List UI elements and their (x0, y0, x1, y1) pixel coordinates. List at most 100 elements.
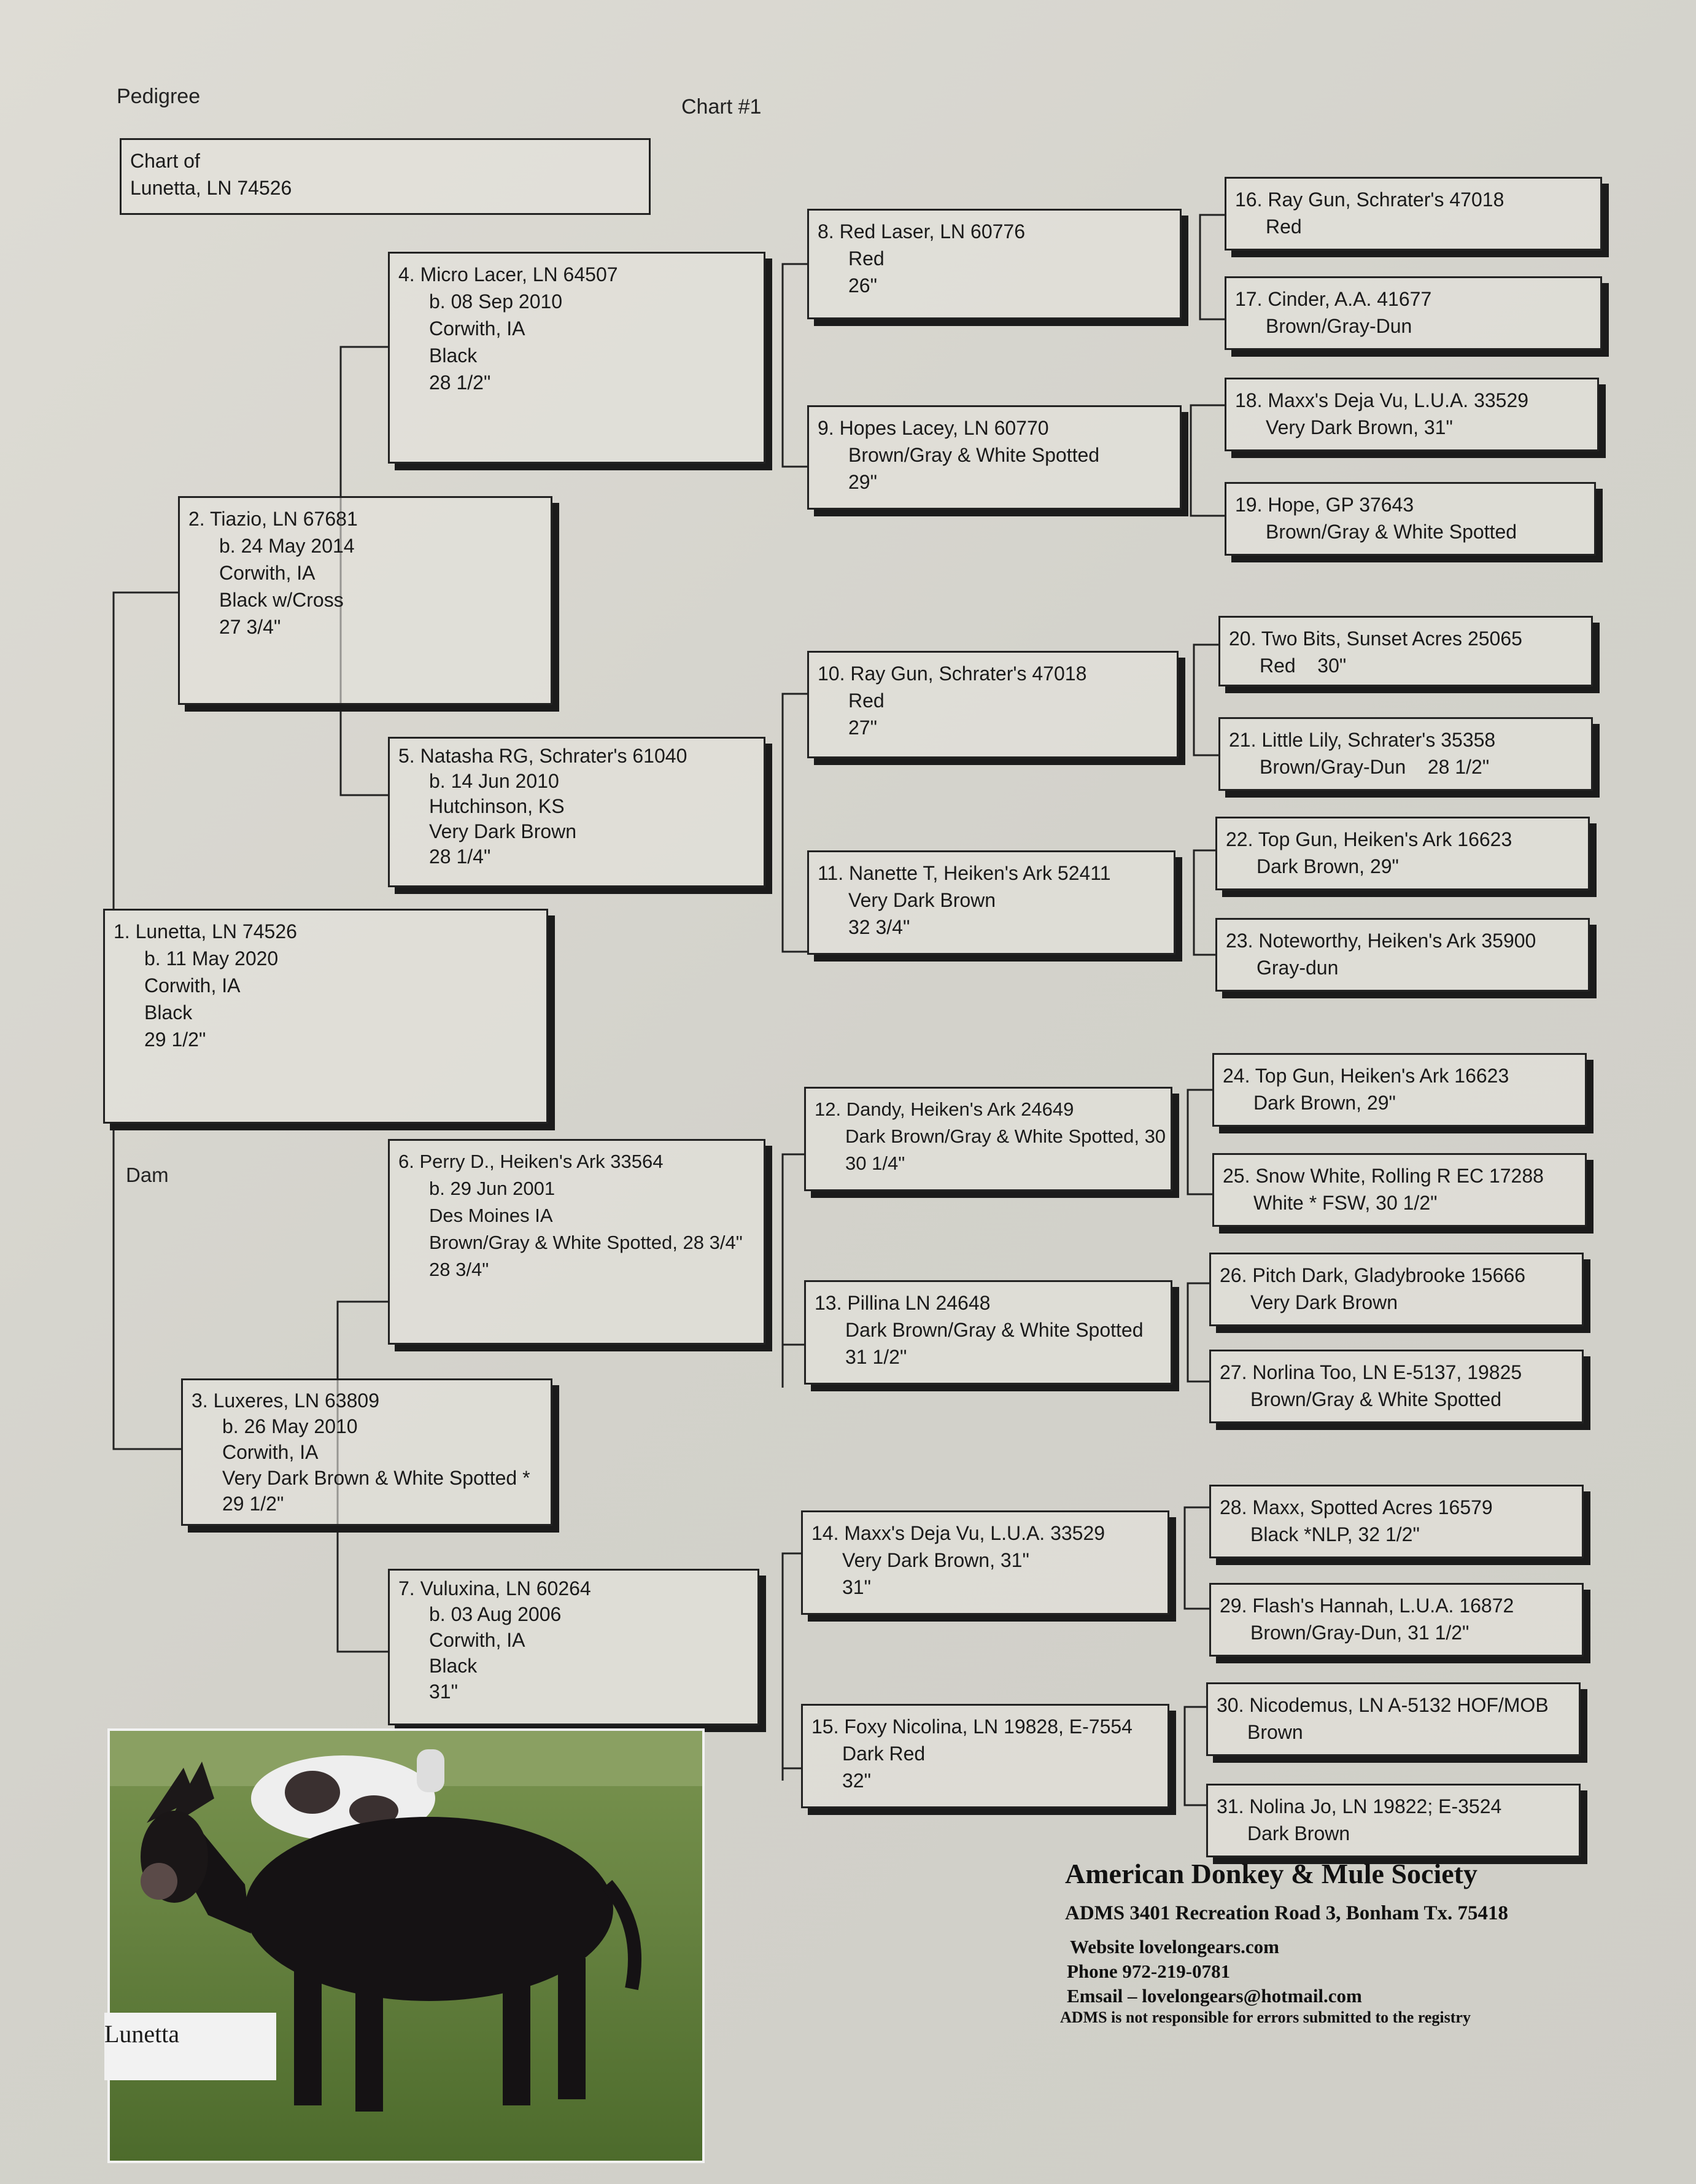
animal-15-color: Dark Red (842, 1743, 926, 1765)
animal-1-height: 29 1/2" (144, 1028, 206, 1051)
pedigree-heading: Pedigree (117, 85, 201, 108)
animal-7-birth: b. 03 Aug 2006 (429, 1603, 562, 1625)
animal-1-location: Corwith, IA (144, 974, 241, 997)
animal-4-height: 28 1/2" (429, 371, 491, 394)
animal-31-detail: Dark Brown (1247, 1822, 1350, 1844)
animal-27-detail: Brown/Gray & White Spotted (1250, 1388, 1502, 1410)
animal-28-name: 28. Maxx, Spotted Acres 16579 (1220, 1496, 1493, 1518)
animal-22-detail: Dark Brown, 29" (1257, 855, 1399, 877)
animal-3-height: 29 1/2" (222, 1493, 284, 1515)
animal-14-color: Very Dark Brown, 31" (842, 1549, 1029, 1571)
animal-8-height: 26" (848, 274, 877, 297)
animal-8-box: 8. Red Laser, LN 60776 Red 26" (807, 209, 1182, 319)
animal-29-name: 29. Flash's Hannah, L.U.A. 16872 (1220, 1595, 1514, 1617)
animal-1-color: Black (144, 1001, 193, 1024)
animal-4-name: 4. Micro Lacer, LN 64507 (398, 263, 618, 286)
animal-21-name: 21. Little Lily, Schrater's 35358 (1229, 729, 1496, 751)
animal-19-box: 19. Hope, GP 37643 Brown/Gray & White Sp… (1225, 482, 1596, 556)
animal-7-location: Corwith, IA (429, 1629, 525, 1651)
animal-31-box: 31. Nolina Jo, LN 19822; E-3524 Dark Bro… (1206, 1784, 1581, 1857)
animal-9-height: 29" (848, 471, 877, 493)
animal-6-height: 28 3/4" (429, 1259, 489, 1280)
animal-7-color: Black (429, 1655, 478, 1677)
donkey-photo (107, 1728, 705, 2163)
animal-28-box: 28. Maxx, Spotted Acres 16579 Black *NLP… (1209, 1485, 1584, 1558)
chart-of-box: Chart of Lunetta, LN 74526 (120, 138, 651, 215)
animal-14-box: 14. Maxx's Deja Vu, L.U.A. 33529 Very Da… (801, 1510, 1169, 1615)
animal-6-location: Des Moines IA (429, 1205, 553, 1226)
society-info: American Donkey & Mule Society ADMS 3401… (1060, 1857, 1508, 2027)
animal-11-box: 11. Nanette T, Heiken's Ark 52411 Very D… (807, 850, 1175, 955)
animal-10-height: 27" (848, 717, 877, 739)
animal-10-box: 10. Ray Gun, Schrater's 47018 Red 27" (807, 651, 1179, 758)
animal-18-box: 18. Maxx's Deja Vu, L.U.A. 33529 Very Da… (1225, 378, 1599, 451)
animal-21-detail: Brown/Gray-Dun 28 1/2" (1260, 756, 1490, 778)
animal-24-detail: Dark Brown, 29" (1253, 1092, 1396, 1114)
chart-of-label: Chart of (130, 150, 200, 172)
animal-15-box: 15. Foxy Nicolina, LN 19828, E-7554 Dark… (801, 1704, 1169, 1808)
animal-15-height: 32" (842, 1770, 871, 1792)
animal-7-name: 7. Vuluxina, LN 60264 (398, 1577, 591, 1599)
animal-4-birth: b. 08 Sep 2010 (429, 290, 563, 313)
chart-number: Chart #1 (681, 95, 762, 119)
animal-11-color: Very Dark Brown (848, 889, 996, 911)
animal-26-name: 26. Pitch Dark, Gladybrooke 15666 (1220, 1264, 1526, 1286)
animal-12-name: 12. Dandy, Heiken's Ark 24649 (815, 1098, 1074, 1120)
animal-9-box: 9. Hopes Lacey, LN 60770 Brown/Gray & Wh… (807, 405, 1182, 510)
animal-25-box: 25. Snow White, Rolling R EC 17288 White… (1212, 1153, 1587, 1227)
animal-29-box: 29. Flash's Hannah, L.U.A. 16872 Brown/G… (1209, 1583, 1584, 1657)
society-disclaimer: ADMS is not responsible for errors submi… (1060, 2008, 1471, 2026)
animal-4-box: 4. Micro Lacer, LN 64507 b. 08 Sep 2010 … (388, 252, 765, 464)
animal-18-detail: Very Dark Brown, 31" (1266, 416, 1453, 438)
animal-6-box: 6. Perry D., Heiken's Ark 33564 b. 29 Ju… (388, 1139, 765, 1345)
animal-3-box: 3. Luxeres, LN 63809 b. 26 May 2010 Corw… (181, 1378, 552, 1526)
animal-25-name: 25. Snow White, Rolling R EC 17288 (1223, 1165, 1544, 1187)
animal-13-box: 13. Pillina LN 24648 Dark Brown/Gray & W… (804, 1280, 1172, 1385)
animal-14-name: 14. Maxx's Deja Vu, L.U.A. 33529 (811, 1522, 1105, 1544)
donkey-illustration (110, 1731, 702, 2161)
animal-30-detail: Brown (1247, 1721, 1303, 1743)
animal-20-detail: Red 30" (1260, 655, 1347, 677)
animal-14-height: 31" (842, 1576, 871, 1598)
animal-24-box: 24. Top Gun, Heiken's Ark 16623 Dark Bro… (1212, 1053, 1587, 1127)
animal-2-name: 2. Tiazio, LN 67681 (188, 508, 358, 530)
animal-3-location: Corwith, IA (222, 1441, 319, 1463)
animal-5-box: 5. Natasha RG, Schrater's 61040 b. 14 Ju… (388, 737, 765, 887)
animal-10-name: 10. Ray Gun, Schrater's 47018 (818, 663, 1087, 685)
animal-27-box: 27. Norlina Too, LN E-5137, 19825 Brown/… (1209, 1350, 1584, 1423)
animal-10-color: Red (848, 690, 885, 712)
animal-13-name: 13. Pillina LN 24648 (815, 1292, 991, 1314)
society-name: American Donkey & Mule Society (1065, 1858, 1477, 1889)
chart-of-name: Lunetta, LN 74526 (130, 177, 292, 199)
animal-22-box: 22. Top Gun, Heiken's Ark 16623 Dark Bro… (1215, 817, 1590, 890)
animal-26-detail: Very Dark Brown (1250, 1291, 1398, 1313)
animal-12-height: 30 1/4" (845, 1152, 905, 1174)
animal-23-name: 23. Noteworthy, Heiken's Ark 35900 (1226, 930, 1536, 952)
dam-label: Dam (126, 1164, 169, 1186)
animal-9-color: Brown/Gray & White Spotted (848, 444, 1100, 466)
animal-5-birth: b. 14 Jun 2010 (429, 770, 559, 792)
animal-6-birth: b. 29 Jun 2001 (429, 1178, 556, 1199)
animal-20-name: 20. Two Bits, Sunset Acres 25065 (1229, 628, 1522, 650)
animal-2-box: 2. Tiazio, LN 67681 b. 24 May 2014 Corwi… (178, 496, 552, 705)
animal-1-box: 1. Lunetta, LN 74526 b. 11 May 2020 Corw… (103, 909, 548, 1124)
animal-5-color: Very Dark Brown (429, 820, 577, 842)
animal-20-box: 20. Two Bits, Sunset Acres 25065 Red 30" (1218, 616, 1593, 686)
photo-label: Lunetta (104, 2013, 276, 2080)
animal-11-name: 11. Nanette T, Heiken's Ark 52411 (818, 862, 1111, 884)
animal-1-name: 1. Lunetta, LN 74526 (114, 920, 297, 942)
animal-2-birth: b. 24 May 2014 (219, 535, 355, 557)
animal-23-box: 23. Noteworthy, Heiken's Ark 35900 Gray-… (1215, 918, 1590, 992)
animal-26-box: 26. Pitch Dark, Gladybrooke 15666 Very D… (1209, 1253, 1584, 1326)
animal-1-birth: b. 11 May 2020 (144, 947, 279, 970)
animal-23-detail: Gray-dun (1257, 957, 1339, 979)
animal-30-box: 30. Nicodemus, LN A-5132 HOF/MOB Brown (1206, 1682, 1581, 1756)
animal-2-color: Black w/Cross (219, 589, 344, 611)
animal-6-color: Brown/Gray & White Spotted, 28 3/4" (429, 1232, 743, 1253)
animal-13-height: 31 1/2" (845, 1346, 907, 1368)
society-phone: Phone 972-219-0781 (1067, 1961, 1231, 1982)
animal-31-name: 31. Nolina Jo, LN 19822; E-3524 (1217, 1795, 1502, 1817)
animal-4-location: Corwith, IA (429, 317, 525, 340)
